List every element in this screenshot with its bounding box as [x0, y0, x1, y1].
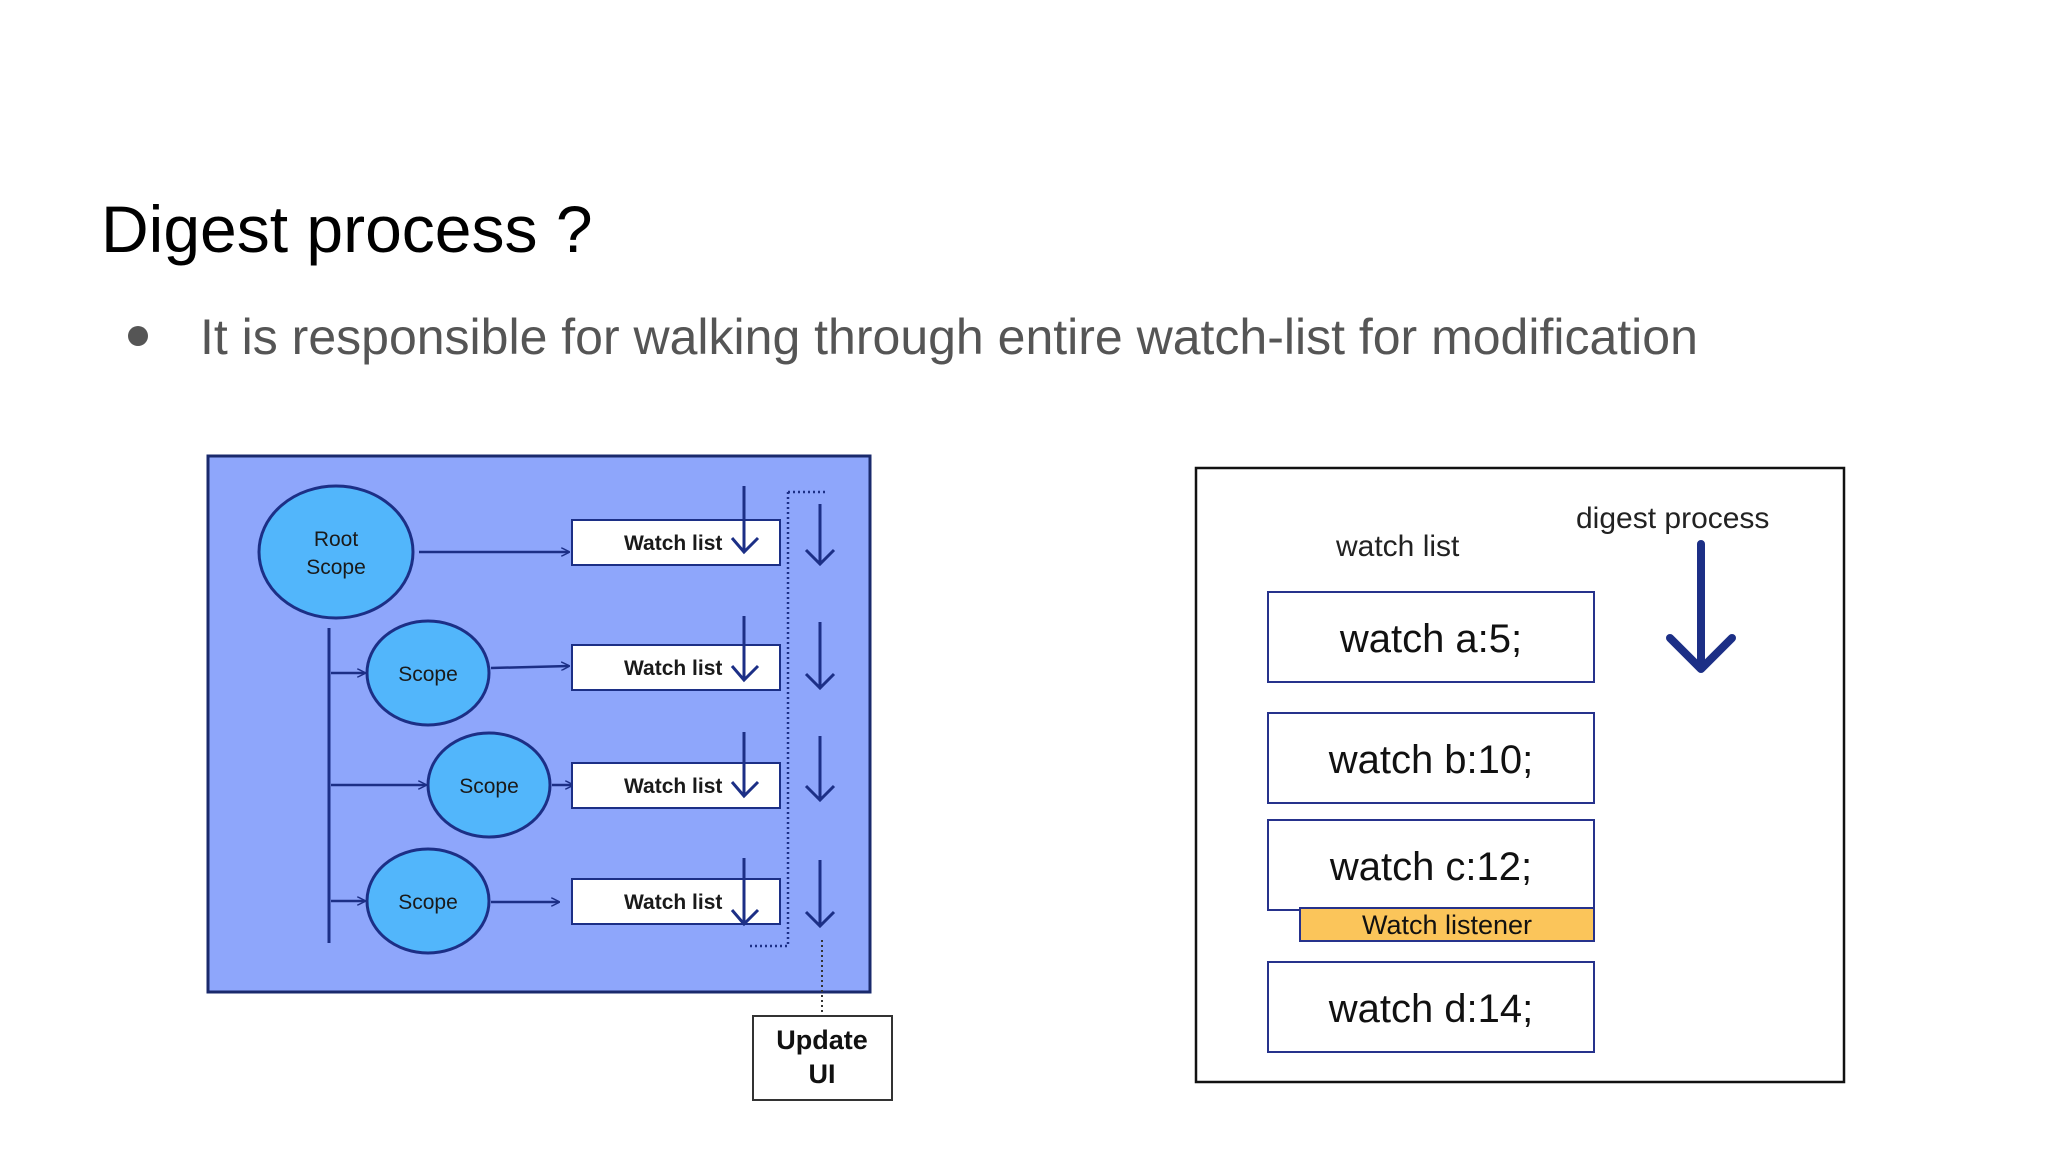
inner-down-arrow-icon-1: [730, 486, 760, 555]
outer-down-arrow-icon-1: [804, 504, 836, 567]
scope-label-1: Scope: [398, 663, 458, 686]
watch-list-label-1: Watch list: [624, 532, 722, 555]
watch-list-label-3: Watch list: [624, 775, 722, 798]
scope-label-2: Scope: [459, 775, 519, 798]
watch-box-c: [1267, 819, 1595, 911]
scope-node-2: [426, 731, 552, 839]
bullet-dot: [128, 325, 148, 346]
watch-box-c-label: watch c:12;: [1329, 845, 1532, 889]
watch-list-label-4: Watch list: [624, 891, 722, 914]
scope-diagram: Root Scope Scope Scope Scope Watch list …: [206, 454, 893, 1101]
outer-down-arrow-icon-3: [804, 736, 836, 803]
watch-box-a-label: watch a:5;: [1339, 617, 1522, 661]
scope1-to-watchlist-arrow: [490, 666, 569, 668]
update-ui-box: [752, 1015, 893, 1101]
watch-box-b: [1267, 712, 1595, 804]
bullet-text: It is responsible for walking through en…: [200, 309, 1698, 365]
slide-title: Digest process ?: [101, 192, 593, 266]
inner-down-arrow-icon-3: [730, 732, 760, 799]
watch-list-diagram: watch list digest process watch a:5; wat…: [1194, 466, 1846, 1084]
inner-down-arrow-icon-4: [730, 858, 760, 927]
scope-node-3: [365, 847, 491, 955]
watch-box-b-label: watch b:10;: [1328, 738, 1534, 782]
digest-process-heading: digest process: [1576, 502, 1769, 535]
watch-listener-label: Watch listener: [1362, 910, 1532, 940]
root-scope-node: [257, 484, 415, 620]
bullet-item: It is responsible for walking through en…: [128, 312, 1698, 362]
inner-down-arrow-icon-2: [730, 616, 760, 683]
root-scope-label-line2: Scope: [306, 556, 366, 579]
outer-down-arrow-icon-2: [804, 622, 836, 691]
watch-list-label-2: Watch list: [624, 657, 722, 680]
outer-down-arrows: [804, 504, 836, 929]
update-ui-label-line1: Update: [776, 1025, 868, 1055]
watch-box-a: [1267, 591, 1595, 683]
watch-list-heading: watch list: [1335, 530, 1460, 563]
scope-node-1: [365, 619, 491, 727]
watch-listener-bar: [1299, 907, 1595, 942]
digest-arrow-down-icon: [1666, 540, 1736, 673]
outer-down-arrow-icon-4: [804, 860, 836, 929]
scope-label-3: Scope: [398, 891, 458, 914]
root-scope-label-line1: Root: [314, 528, 359, 551]
update-ui-label-line2: UI: [809, 1059, 836, 1089]
watch-box-d-label: watch d:14;: [1328, 987, 1534, 1031]
watch-box-d: [1267, 961, 1595, 1053]
inner-down-arrows: [730, 486, 760, 927]
digest-dotted-bracket: [747, 490, 825, 948]
